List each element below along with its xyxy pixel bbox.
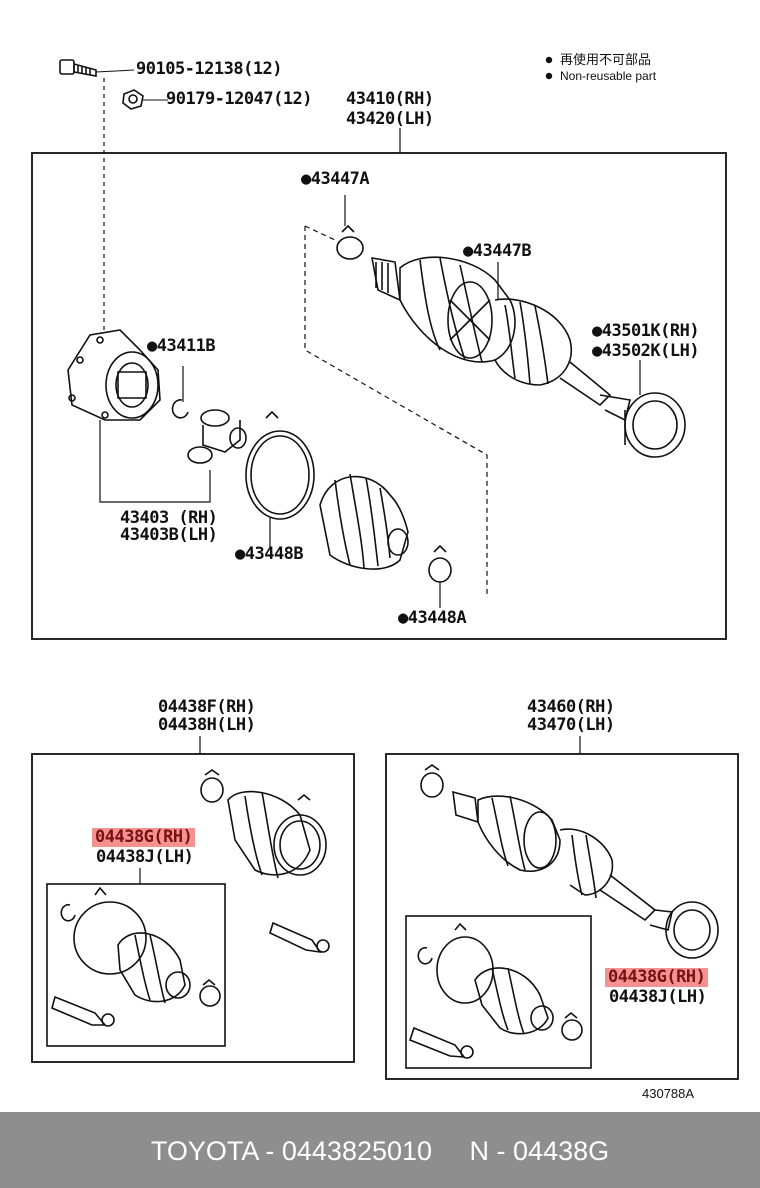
snap-ring-icon bbox=[171, 399, 189, 419]
label-kit-f-rh: 04438F(RH) bbox=[158, 697, 256, 717]
footer-bar bbox=[0, 1112, 760, 1188]
footer-part-number: TOYOTA - 0443825010 N - 04438G bbox=[150, 1136, 610, 1166]
label-kit-h-lh: 04438H(LH) bbox=[158, 715, 256, 735]
label-kit-g-rh-highlighted: 04438G(RH) bbox=[92, 828, 196, 847]
label-nut: 90179-12047(12) bbox=[166, 89, 313, 109]
boot-kit-right-inner-icon bbox=[409, 922, 583, 1059]
kit-frame-left bbox=[31, 753, 355, 1063]
legend-jp: 再使用不可部品 bbox=[560, 52, 652, 67]
label-clamp-a: ●43447A bbox=[301, 169, 370, 189]
main-assembly-frame bbox=[31, 152, 727, 640]
kit-frame-right bbox=[385, 753, 739, 1080]
bolt-icon bbox=[59, 59, 97, 77]
legend-en: Non-reusable part bbox=[560, 69, 657, 83]
label-shaft-lh: 43470(LH) bbox=[527, 715, 615, 735]
label-bolt: 90105-12138(12) bbox=[136, 59, 283, 79]
label-clamp-b: ●43447B bbox=[463, 241, 532, 261]
inboard-boot-icon bbox=[319, 473, 409, 570]
label-boot-rh: ●43501K(RH) bbox=[592, 321, 700, 341]
kit-inner-frame-left bbox=[46, 883, 226, 1047]
label-kit-j-lh: 04438J(LH) bbox=[96, 847, 194, 867]
label-boot-lh: ●43502K(LH) bbox=[592, 341, 700, 361]
clamp-band-icon bbox=[245, 410, 315, 520]
tripod-joint-icon bbox=[187, 409, 247, 464]
label-kit-g-rh-right-highlighted: 04438G(RH) bbox=[605, 968, 709, 987]
label-kit-j-lh-right: 04438J(LH) bbox=[609, 987, 707, 1007]
clamp-a-icon bbox=[336, 224, 364, 260]
inboard-joint-housing-icon bbox=[67, 329, 161, 421]
kit-inner-frame-right bbox=[405, 915, 592, 1069]
label-snap-ring: ●43411B bbox=[147, 336, 216, 356]
nut-icon bbox=[122, 89, 144, 110]
label-tulip-rh: 43403 (RH) bbox=[120, 508, 218, 528]
label-tulip-lh: 43403B(LH) bbox=[120, 525, 218, 545]
label-assy-rh: 43410(RH) bbox=[346, 89, 434, 109]
drive-shaft-right-icon bbox=[420, 764, 719, 959]
small-clamp-icon bbox=[428, 544, 452, 583]
boot-kit-left-inner-icon bbox=[51, 886, 221, 1027]
label-assy-lh: 43420(LH) bbox=[346, 109, 434, 129]
label-shaft-rh: 43460(RH) bbox=[527, 697, 615, 717]
boot-kit-left-icon bbox=[200, 769, 330, 954]
label-band-a: ●43448A bbox=[398, 608, 467, 628]
drive-shaft-icon bbox=[371, 256, 686, 458]
diagram-id: 430788A bbox=[642, 1086, 695, 1101]
label-band-b: ●43448B bbox=[235, 544, 304, 564]
